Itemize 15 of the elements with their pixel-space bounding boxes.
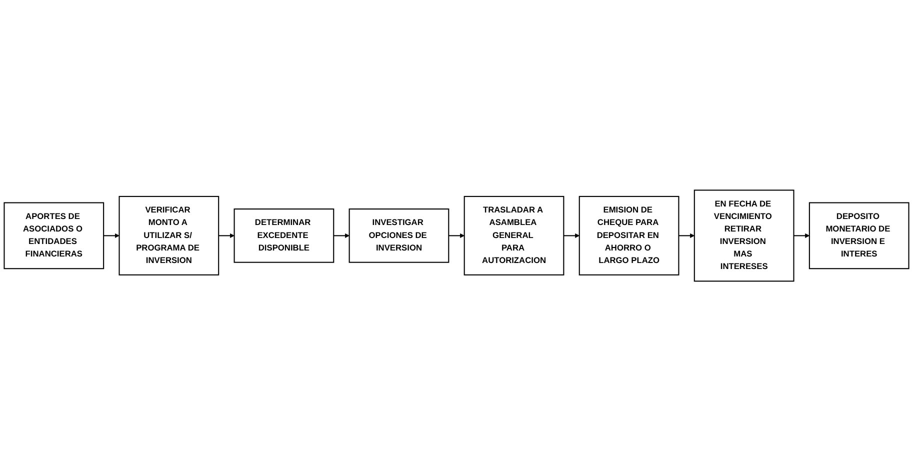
arrow	[794, 233, 810, 238]
node-box: EN FECHA DE VENCIMIENTO RETIRAR INVERSION MAS INTERESES	[694, 189, 794, 282]
arrow	[564, 233, 580, 238]
arrow	[678, 233, 695, 238]
arrow	[448, 233, 465, 238]
arrow	[334, 233, 350, 238]
node-box: INVESTIGAR OPCIONES DE INVERSION	[348, 208, 450, 263]
node-box: TRASLADAR A ASAMBLEA GENERAL PARA AUTORIZACION	[464, 196, 564, 276]
node-box: DETERMINAR EXCEDENTE DISPONIBLE	[234, 208, 334, 263]
arrow	[104, 233, 120, 238]
node-box: DEPOSITO MONETARIO DE INVERSION E INTERES	[808, 202, 910, 269]
arrow	[218, 233, 234, 238]
node-box: EMISION DE CHEQUE PARA DEPOSITAR EN AHORRO O LARGO PLAZO	[578, 196, 680, 276]
node-box: APORTES DE ASOCIADOS O ENTIDADES FINANCIERAS	[4, 202, 104, 269]
node-box: VERIFICAR MONTO A UTILIZAR S/ PROGRAMA DE INVERSION	[118, 196, 220, 276]
